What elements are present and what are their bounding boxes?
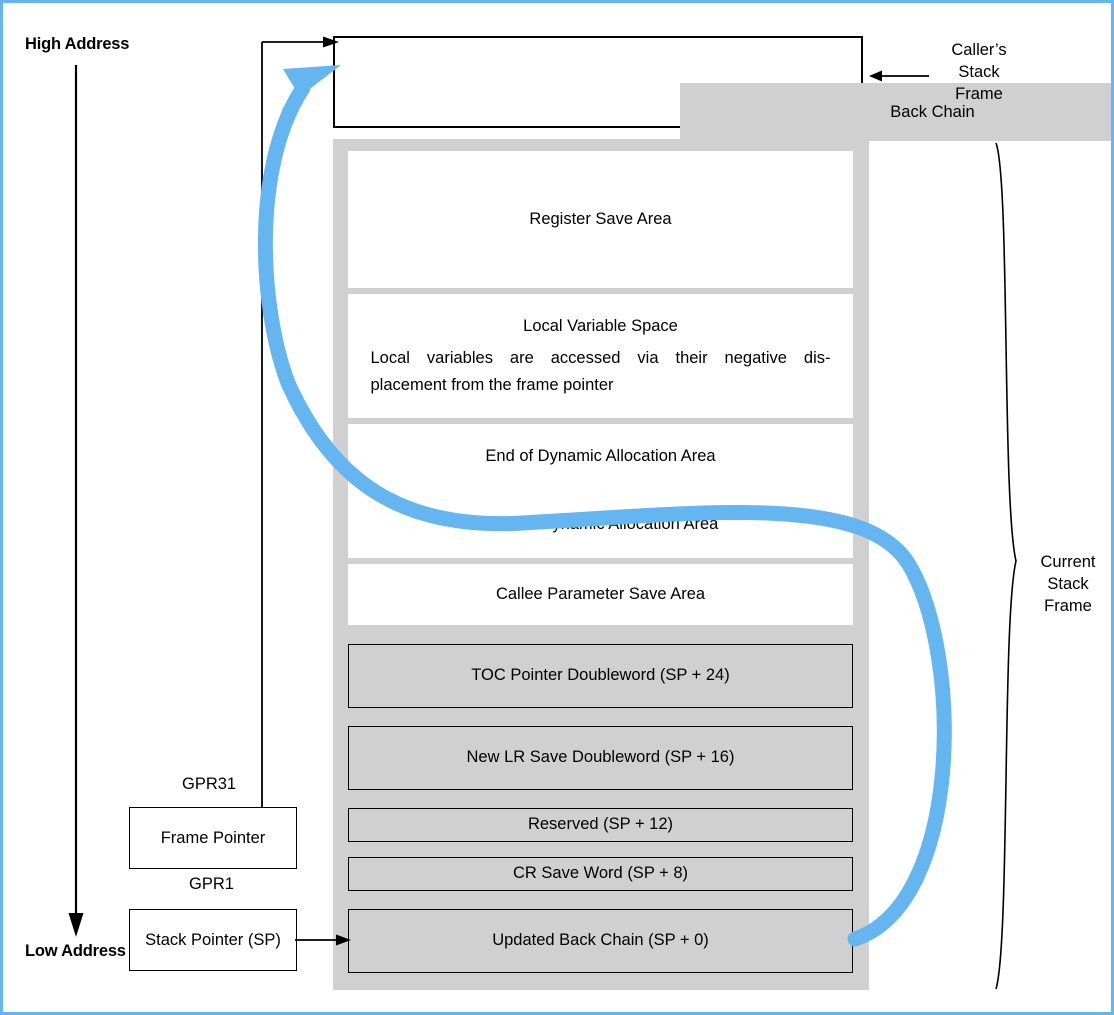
- current-label-line-3: Frame: [1044, 596, 1092, 615]
- current-stack-frame-label: Current Stack Frame: [1022, 552, 1111, 617]
- current-stack-frame-brace: [995, 142, 1017, 990]
- frame-pointer-box: Frame Pointer: [129, 807, 297, 869]
- block-end-of-dynamic-allocation-label: End of Dynamic Allocation Area: [485, 447, 716, 466]
- block-new-lr-save-doubleword: New LR Save Doubleword (SP + 16): [348, 726, 853, 790]
- block-reserved: Reserved (SP + 12): [348, 808, 853, 842]
- block-toc-pointer-doubleword: TOC Pointer Doubleword (SP + 24): [348, 644, 853, 708]
- low-address-label: Low Address: [25, 942, 126, 960]
- current-label-line-2: Stack: [1047, 574, 1089, 593]
- block-local-variable-space-desc-line-1: Local variables are accessed via their n…: [370, 349, 831, 368]
- block-callee-parameter-save-area-label: Callee Parameter Save Area: [495, 584, 706, 603]
- stack-pointer-connector-arrow: [295, 934, 351, 946]
- block-reserved-label: Reserved (SP + 12): [527, 815, 674, 834]
- frame-pointer-connector-line: [261, 36, 339, 811]
- address-direction-arrow: [68, 65, 84, 937]
- callers-label-line-3: Frame: [955, 84, 1003, 103]
- stack-pointer-label: Stack Pointer (SP): [145, 930, 281, 949]
- block-local-variable-space-desc-line-2: placement from the frame pointer: [370, 375, 614, 394]
- block-cr-save-word: CR Save Word (SP + 8): [348, 857, 853, 891]
- block-start-of-dynamic-allocation-label: Start of Dynamic Allocation Area: [482, 515, 719, 533]
- current-label-line-1: Current: [1040, 553, 1096, 571]
- current-stack-frame-container: Register Save Area Local Variable Space …: [333, 139, 869, 990]
- block-back-chain: Back Chain: [680, 83, 1111, 141]
- callers-label-line-2: Stack: [958, 62, 1000, 81]
- block-callee-parameter-save-area: Callee Parameter Save Area: [348, 564, 853, 625]
- callers-label-line-1: Caller’s: [951, 41, 1007, 59]
- block-register-save-area: Register Save Area: [348, 151, 853, 288]
- callers-stack-frame-label: Caller’s Stack Frame: [924, 40, 1034, 105]
- frame-pointer-label: Frame Pointer: [160, 828, 266, 847]
- block-dynamic-allocation-area: End of Dynamic Allocation Area Start of …: [348, 424, 853, 558]
- stack-pointer-box: Stack Pointer (SP): [129, 909, 297, 971]
- block-local-variable-space: Local Variable Space Local variables are…: [348, 294, 853, 418]
- callers-frame-pointer-arrow: [869, 70, 929, 82]
- gpr1-label: GPR1: [189, 875, 234, 893]
- block-new-lr-save-doubleword-label: New LR Save Doubleword (SP + 16): [466, 748, 735, 767]
- block-toc-pointer-doubleword-label: TOC Pointer Doubleword (SP + 24): [471, 666, 730, 685]
- callers-stack-frame-box: Back Chain: [333, 36, 1111, 141]
- block-updated-back-chain-label: Updated Back Chain (SP + 0): [492, 931, 709, 950]
- block-local-variable-space-label: Local Variable Space: [523, 316, 678, 335]
- block-cr-save-word-label: CR Save Word (SP + 8): [513, 864, 688, 883]
- block-updated-back-chain: Updated Back Chain (SP + 0): [348, 909, 853, 973]
- block-register-save-area-label: Register Save Area: [529, 209, 672, 228]
- gpr31-label: GPR31: [182, 775, 237, 793]
- high-address-label: High Address: [25, 35, 130, 53]
